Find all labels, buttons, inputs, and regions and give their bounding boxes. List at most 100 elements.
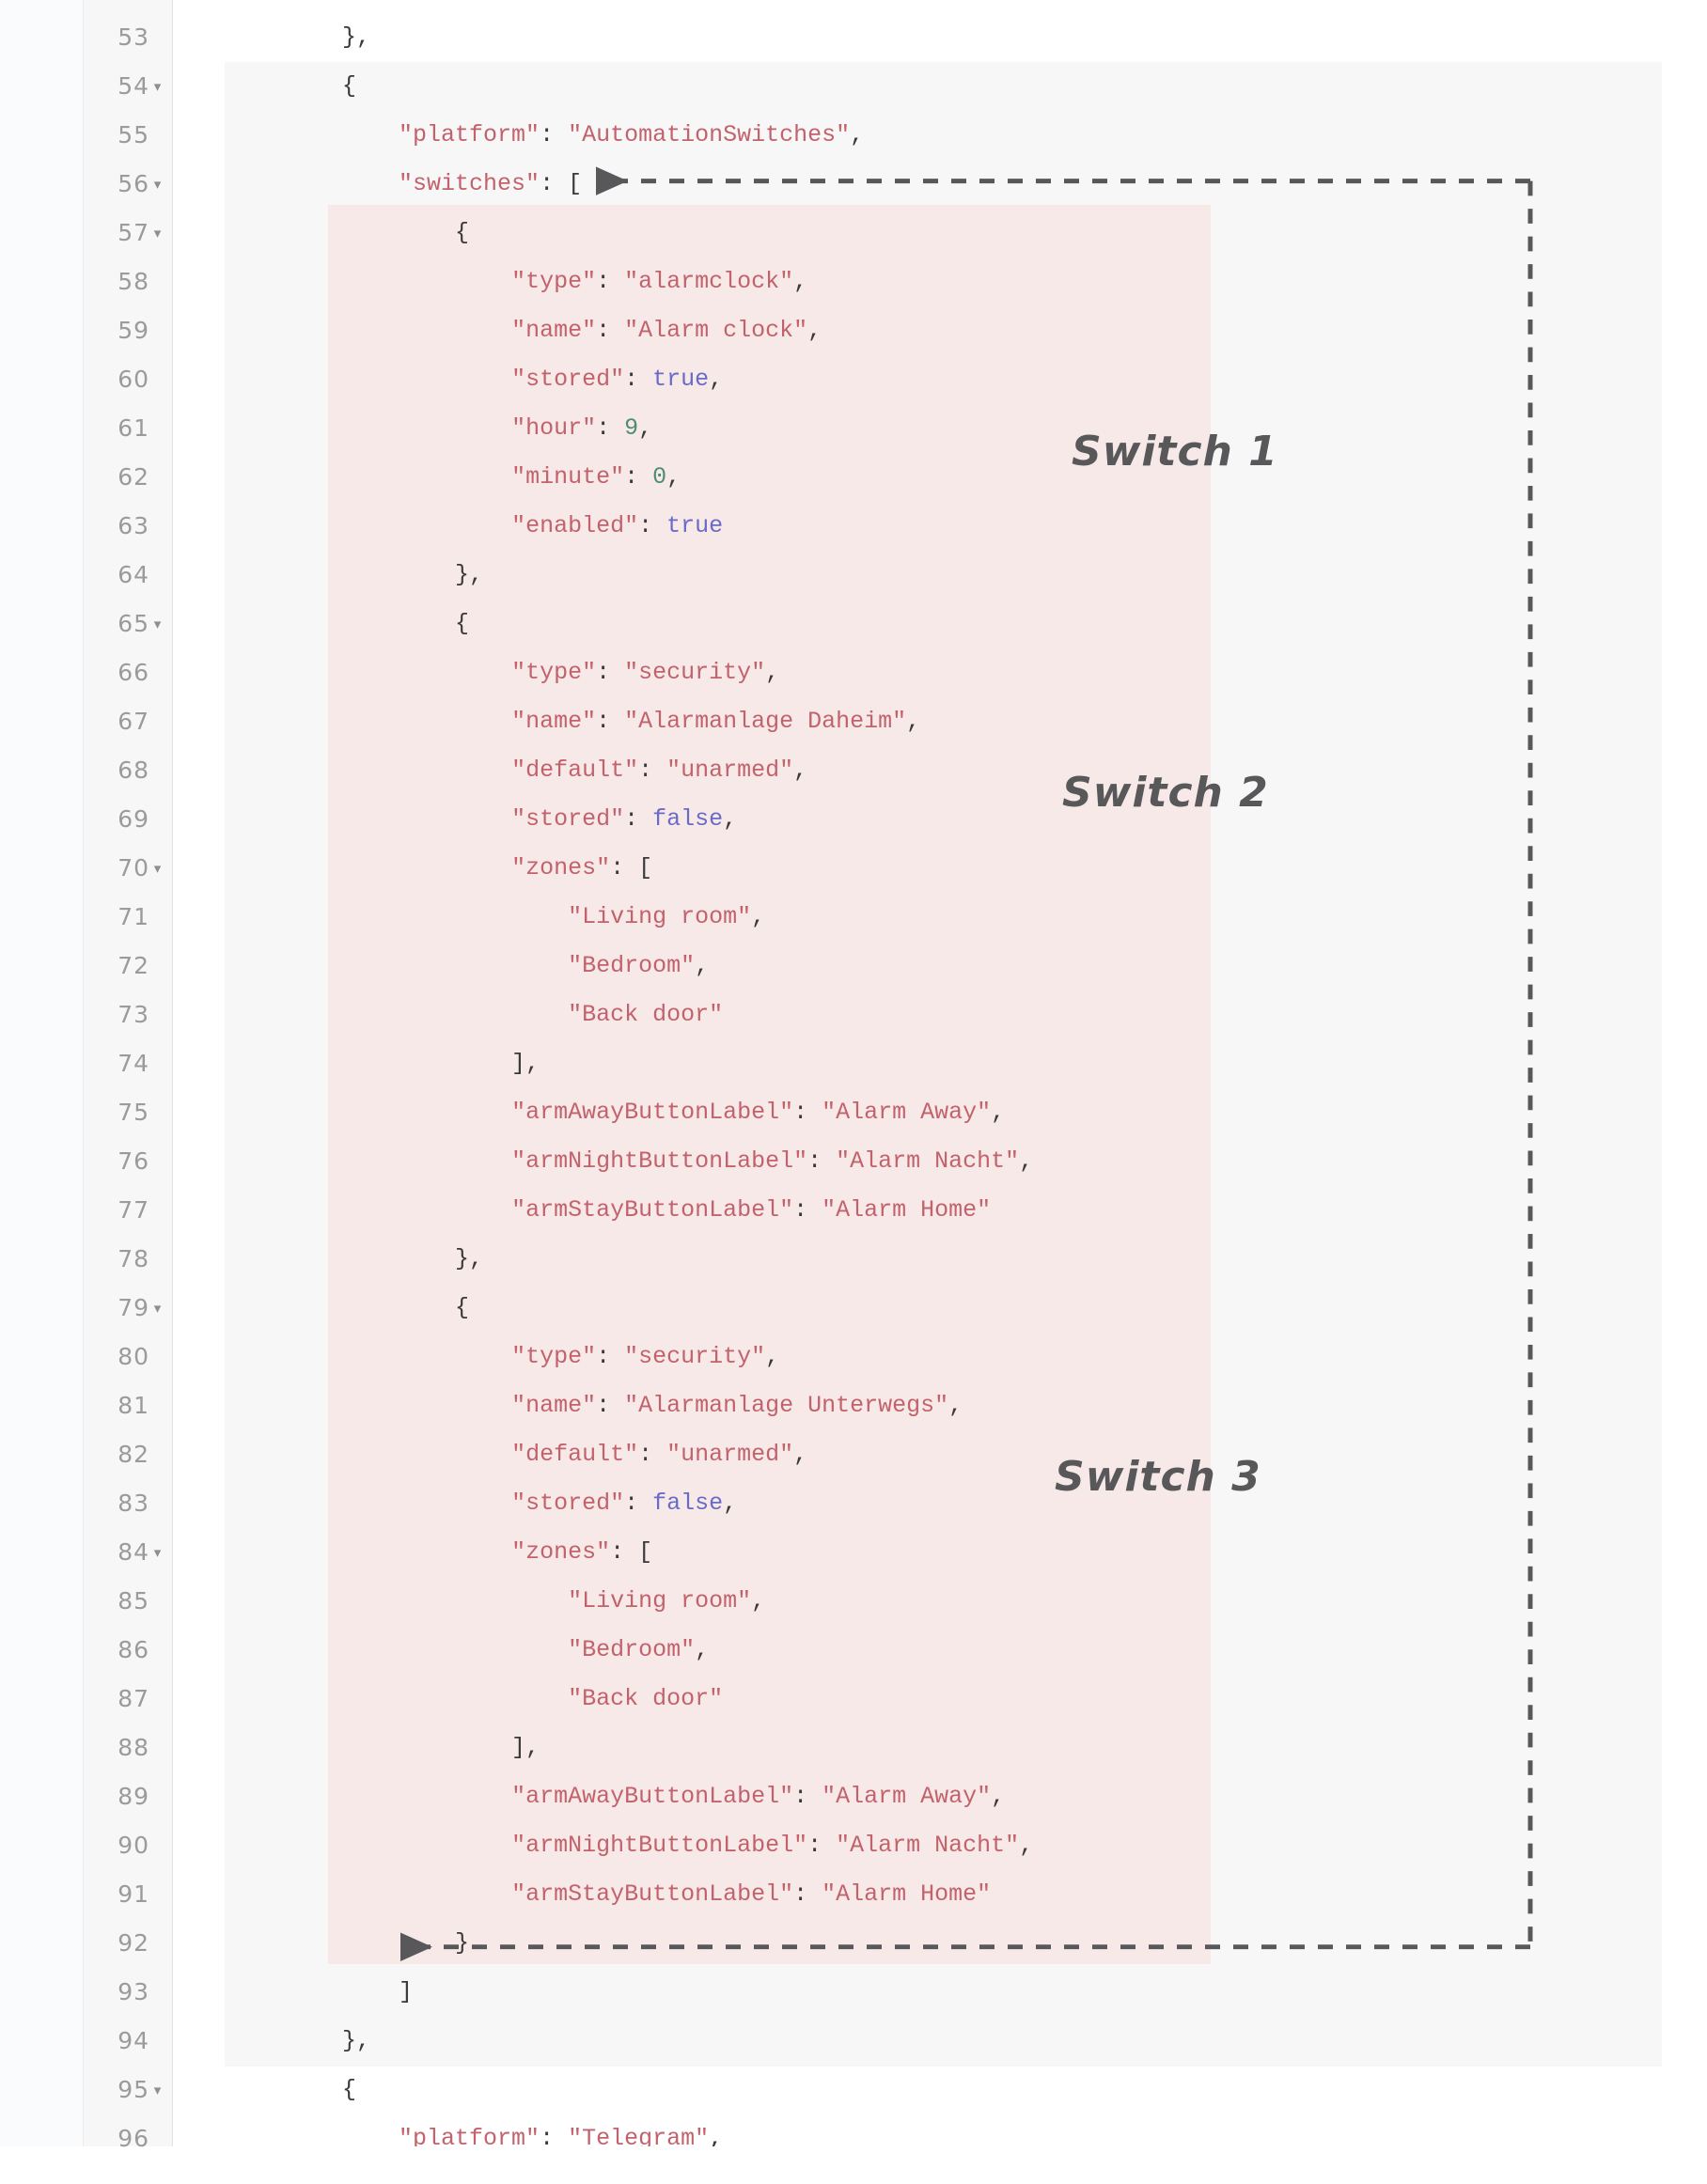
code-line-61[interactable]: "hour": 9, xyxy=(229,404,652,453)
line-number-71[interactable]: 71▾ xyxy=(82,893,172,942)
line-number-61[interactable]: 61▾ xyxy=(82,404,172,453)
code-line-67[interactable]: "name": "Alarmanlage Daheim", xyxy=(229,697,920,746)
line-number-74[interactable]: 74▾ xyxy=(82,1039,172,1088)
code-line-77[interactable]: "armStayButtonLabel": "Alarm Home" xyxy=(229,1186,991,1235)
code-line-73[interactable]: "Back door" xyxy=(229,991,723,1039)
line-number-96[interactable]: 96▾ xyxy=(82,2114,172,2163)
code-line-83[interactable]: "stored": false, xyxy=(229,1479,737,1528)
code-line-68[interactable]: "default": "unarmed", xyxy=(229,746,807,795)
code-line-85[interactable]: "Living room", xyxy=(229,1577,765,1626)
fold-triangle-icon[interactable]: ▾ xyxy=(153,1544,163,1561)
code-line-91[interactable]: "armStayButtonLabel": "Alarm Home" xyxy=(229,1870,991,1919)
code-line-70[interactable]: "zones": [ xyxy=(229,844,652,893)
fold-triangle-icon[interactable]: ▾ xyxy=(153,860,163,877)
code-punctuation xyxy=(229,1441,511,1468)
line-number-86[interactable]: 86▾ xyxy=(82,1626,172,1675)
code-line-89[interactable]: "armAwayButtonLabel": "Alarm Away", xyxy=(229,1772,1005,1821)
code-line-81[interactable]: "name": "Alarmanlage Unterwegs", xyxy=(229,1381,963,1430)
line-number-70[interactable]: 70▾ xyxy=(82,844,172,893)
code-line-71[interactable]: "Living room", xyxy=(229,893,765,942)
line-number-78[interactable]: 78▾ xyxy=(82,1235,172,1284)
line-number-87[interactable]: 87▾ xyxy=(82,1675,172,1724)
code-line-95[interactable]: { xyxy=(229,2066,356,2114)
fold-triangle-icon[interactable]: ▾ xyxy=(153,1300,163,1317)
line-number-79[interactable]: 79▾ xyxy=(82,1284,172,1333)
code-line-59[interactable]: "name": "Alarm clock", xyxy=(229,306,822,355)
line-number-88[interactable]: 88▾ xyxy=(82,1724,172,1772)
code-line-76[interactable]: "armNightButtonLabel": "Alarm Nacht", xyxy=(229,1137,1033,1186)
line-number-80[interactable]: 80▾ xyxy=(82,1333,172,1381)
code-line-69[interactable]: "stored": false, xyxy=(229,795,737,844)
fold-triangle-icon[interactable]: ▾ xyxy=(153,225,163,242)
code-editor-surface[interactable]: }, { "platform": "AutomationSwitches", "… xyxy=(173,0,1707,2146)
line-number-92[interactable]: 92▾ xyxy=(82,1919,172,1968)
line-number-64[interactable]: 64▾ xyxy=(82,551,172,600)
line-number-91[interactable]: 91▾ xyxy=(82,1870,172,1919)
line-number-59[interactable]: 59▾ xyxy=(82,306,172,355)
code-line-90[interactable]: "armNightButtonLabel": "Alarm Nacht", xyxy=(229,1821,1033,1870)
code-line-58[interactable]: "type": "alarmclock", xyxy=(229,257,807,306)
code-line-92[interactable]: } xyxy=(229,1919,469,1968)
code-punctuation: : xyxy=(793,1783,822,1810)
code-line-60[interactable]: "stored": true, xyxy=(229,355,723,404)
code-line-66[interactable]: "type": "security", xyxy=(229,648,779,697)
code-line-82[interactable]: "default": "unarmed", xyxy=(229,1430,807,1479)
code-line-64[interactable]: }, xyxy=(229,551,483,600)
code-line-54[interactable]: { xyxy=(229,62,356,111)
code-line-84[interactable]: "zones": [ xyxy=(229,1528,652,1577)
line-number-55[interactable]: 55▾ xyxy=(82,111,172,160)
code-line-93[interactable]: ] xyxy=(229,1968,413,2017)
line-number-66[interactable]: 66▾ xyxy=(82,648,172,697)
line-number-gutter[interactable]: 53▾54▾55▾56▾57▾58▾59▾60▾61▾62▾63▾64▾65▾6… xyxy=(82,0,173,2152)
code-line-72[interactable]: "Bedroom", xyxy=(229,942,709,991)
fold-triangle-icon[interactable]: ▾ xyxy=(153,2082,163,2098)
code-line-96[interactable]: "platform": "Telegram", xyxy=(229,2114,723,2146)
fold-triangle-icon[interactable]: ▾ xyxy=(153,78,163,95)
line-number-67[interactable]: 67▾ xyxy=(82,697,172,746)
code-line-62[interactable]: "minute": 0, xyxy=(229,453,681,502)
line-number-82[interactable]: 82▾ xyxy=(82,1430,172,1479)
code-line-63[interactable]: "enabled": true xyxy=(229,502,723,551)
code-line-65[interactable]: { xyxy=(229,600,469,648)
line-number-72[interactable]: 72▾ xyxy=(82,942,172,991)
line-number-94[interactable]: 94▾ xyxy=(82,2017,172,2066)
line-number-85[interactable]: 85▾ xyxy=(82,1577,172,1626)
code-line-88[interactable]: ], xyxy=(229,1724,540,1772)
line-number-73[interactable]: 73▾ xyxy=(82,991,172,1039)
line-number-58[interactable]: 58▾ xyxy=(82,257,172,306)
line-number-63[interactable]: 63▾ xyxy=(82,502,172,551)
code-line-75[interactable]: "armAwayButtonLabel": "Alarm Away", xyxy=(229,1088,1005,1137)
line-number-75[interactable]: 75▾ xyxy=(82,1088,172,1137)
code-line-80[interactable]: "type": "security", xyxy=(229,1333,779,1381)
code-line-87[interactable]: "Back door" xyxy=(229,1675,723,1724)
line-number-53[interactable]: 53▾ xyxy=(82,13,172,62)
line-number-90[interactable]: 90▾ xyxy=(82,1821,172,1870)
line-number-89[interactable]: 89▾ xyxy=(82,1772,172,1821)
fold-triangle-icon[interactable]: ▾ xyxy=(153,616,163,632)
code-line-53[interactable]: }, xyxy=(229,13,370,62)
code-line-86[interactable]: "Bedroom", xyxy=(229,1626,709,1675)
code-line-57[interactable]: { xyxy=(229,209,469,257)
code-line-55[interactable]: "platform": "AutomationSwitches", xyxy=(229,111,864,160)
line-number-56[interactable]: 56▾ xyxy=(82,160,172,209)
code-line-79[interactable]: { xyxy=(229,1284,469,1333)
line-number-95[interactable]: 95▾ xyxy=(82,2066,172,2114)
line-number-76[interactable]: 76▾ xyxy=(82,1137,172,1186)
code-line-94[interactable]: }, xyxy=(229,2017,370,2066)
line-number-84[interactable]: 84▾ xyxy=(82,1528,172,1577)
line-number-93[interactable]: 93▾ xyxy=(82,1968,172,2017)
line-number-83[interactable]: 83▾ xyxy=(82,1479,172,1528)
fold-triangle-icon[interactable]: ▾ xyxy=(153,176,163,193)
line-number-62[interactable]: 62▾ xyxy=(82,453,172,502)
line-number-68[interactable]: 68▾ xyxy=(82,746,172,795)
code-line-56[interactable]: "switches": [ xyxy=(229,160,582,209)
line-number-69[interactable]: 69▾ xyxy=(82,795,172,844)
code-line-78[interactable]: }, xyxy=(229,1235,483,1284)
line-number-57[interactable]: 57▾ xyxy=(82,209,172,257)
line-number-60[interactable]: 60▾ xyxy=(82,355,172,404)
line-number-77[interactable]: 77▾ xyxy=(82,1186,172,1235)
line-number-81[interactable]: 81▾ xyxy=(82,1381,172,1430)
code-line-74[interactable]: ], xyxy=(229,1039,540,1088)
line-number-54[interactable]: 54▾ xyxy=(82,62,172,111)
line-number-65[interactable]: 65▾ xyxy=(82,600,172,648)
